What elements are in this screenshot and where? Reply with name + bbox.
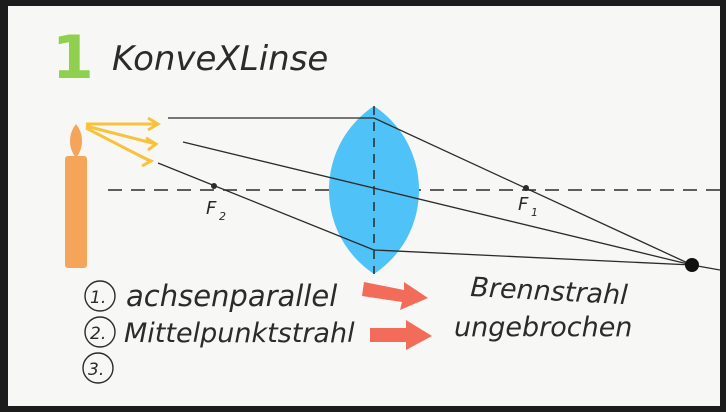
rays bbox=[157, 117, 720, 271]
list-marker-3: 3. bbox=[88, 360, 104, 380]
title-number: 1 bbox=[52, 23, 94, 93]
list-markers bbox=[82, 280, 116, 384]
list-item-1-text: achsenparallel bbox=[126, 279, 337, 313]
candle-body bbox=[65, 156, 87, 268]
focal-point-left bbox=[211, 183, 217, 189]
list-marker-1: 1. bbox=[90, 288, 106, 308]
candle-flame bbox=[70, 124, 82, 158]
result-ungebrochen: ungebrochen bbox=[454, 312, 632, 343]
focal-point-right bbox=[523, 185, 529, 191]
focal-label-left: F bbox=[206, 198, 217, 219]
result-brennstrahl: Brennstrahl bbox=[470, 272, 629, 311]
whiteboard: 1 KonveXLinse bbox=[8, 6, 720, 406]
list-item-2-text: Mittelpunktstrahl bbox=[124, 318, 355, 349]
red-arrow-2 bbox=[370, 320, 432, 350]
image-point bbox=[685, 258, 699, 272]
lens-diagram: 1 KonveXLinse bbox=[52, 23, 720, 384]
focal-label-right-sub: 1 bbox=[531, 206, 538, 219]
list-marker-2: 2. bbox=[90, 324, 106, 344]
title-text: KonveXLinse bbox=[112, 39, 328, 79]
red-arrow-1 bbox=[362, 282, 428, 310]
focal-label-right: F bbox=[518, 194, 529, 215]
flame-light-rays bbox=[85, 116, 161, 168]
focal-label-left-sub: 2 bbox=[219, 210, 226, 223]
